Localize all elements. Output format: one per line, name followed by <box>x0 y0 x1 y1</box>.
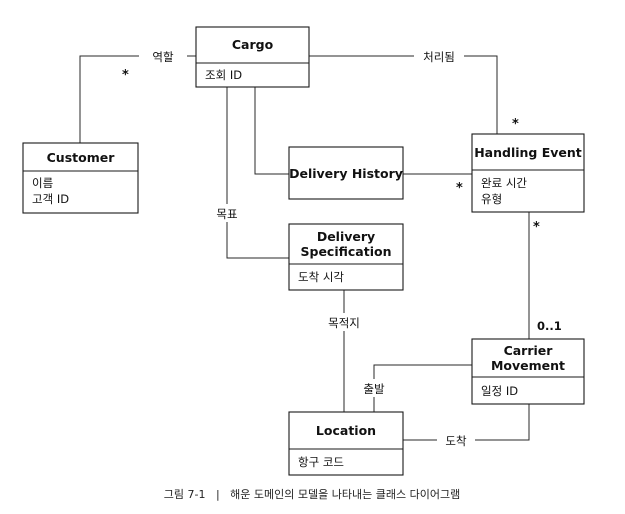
class-attribute: 일정 ID <box>481 384 518 398</box>
role-label-arrival: 도착 <box>445 434 467 448</box>
role-label-destination: 목적지 <box>328 316 360 330</box>
class-cargo: Cargo 조회 ID <box>195 26 310 88</box>
figure-caption: 그림 7-1 | 해운 도메인의 모델을 나타내는 클래스 다이어그램 <box>164 487 460 501</box>
role-labels: 역할 처리됨 목표 목적지 출발 도착 <box>139 47 475 449</box>
class-name: Location <box>316 423 376 438</box>
class-location: Location 항구 코드 <box>288 411 404 476</box>
multiplicity-carrier-zero-one: 0..1 <box>537 319 562 333</box>
class-name-line-1: Carrier <box>504 343 554 358</box>
class-name-line-1: Delivery <box>317 229 375 244</box>
class-attribute: 완료 시간 <box>481 176 527 190</box>
role-label-role: 역할 <box>152 50 174 64</box>
class-attribute: 고객 ID <box>32 192 69 206</box>
class-attribute: 항구 코드 <box>298 455 344 469</box>
multiplicity-labels: * * * * 0..1 <box>122 68 562 333</box>
class-name: Delivery History <box>289 166 403 181</box>
role-label-departure: 출발 <box>363 382 385 396</box>
class-name: Customer <box>47 150 116 165</box>
class-attribute: 이름 <box>32 176 53 190</box>
class-delivery-specification: Delivery Specification 도착 시각 <box>288 223 404 291</box>
multiplicity-customer: * <box>122 68 129 83</box>
cargo-specification-link <box>226 87 289 259</box>
class-handling-event: Handling Event 완료 시간 유형 <box>471 133 585 213</box>
multiplicity-handling-event: * <box>512 117 519 132</box>
cargo-delivery-history-link <box>254 87 289 175</box>
class-name-line-2: Specification <box>301 244 392 259</box>
class-name-line-2: Movement <box>491 358 565 373</box>
class-customer: Customer 이름 고객 ID <box>22 142 139 214</box>
class-attribute: 도착 시각 <box>298 270 344 284</box>
cargo-handling-event-link <box>309 55 498 134</box>
class-name: Cargo <box>232 37 274 52</box>
role-label-goal: 목표 <box>216 207 237 221</box>
role-label-processed: 처리됨 <box>423 50 455 64</box>
cargo-customer-link <box>79 55 196 143</box>
multiplicity-history: * <box>456 181 463 196</box>
multiplicity-carrier-many: * <box>533 220 540 235</box>
class-attribute: 조회 ID <box>205 68 242 82</box>
class-attribute: 유형 <box>481 192 502 206</box>
class-carrier-movement: Carrier Movement 일정 ID <box>471 338 585 405</box>
class-name: Handling Event <box>474 145 582 160</box>
class-delivery-history: Delivery History <box>288 146 404 200</box>
